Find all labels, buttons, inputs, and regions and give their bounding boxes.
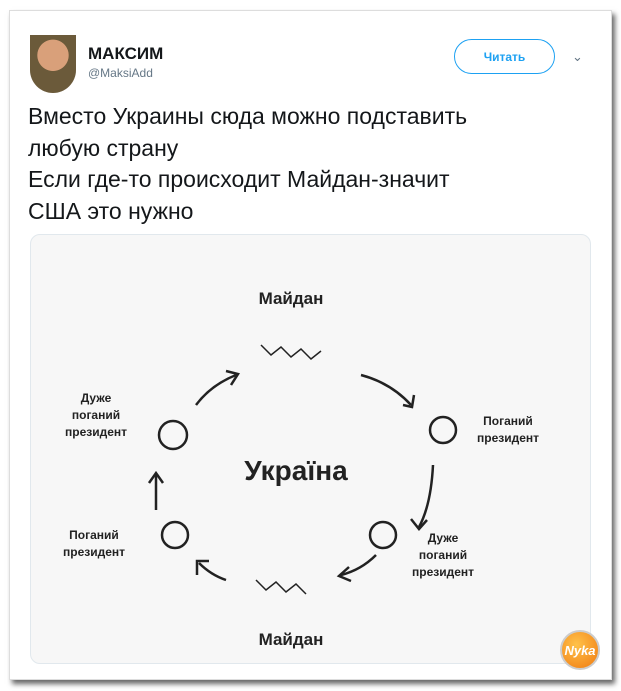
label-line: поганий — [71, 408, 121, 422]
label-maidan-bottom: Майдан — [258, 630, 324, 649]
label-line: президент — [411, 565, 474, 579]
tweet-image[interactable]: Майдан Україна Майдан Поганий президент Д… — [30, 234, 591, 664]
label-right-bottom: Дуже поганий президент — [403, 530, 483, 581]
label-line: президент — [64, 425, 127, 439]
tweet-line: Если где-то происходит Майдан-значит — [28, 166, 450, 192]
label-line: Поганий — [483, 414, 533, 428]
follow-button[interactable]: Читать — [454, 39, 555, 74]
label-left-bottom: Поганий президент — [49, 527, 139, 561]
tweet-line: Вместо Украины сюда можно подставить — [28, 103, 468, 129]
watermark-logo: Nyka — [560, 630, 600, 670]
chevron-down-icon[interactable]: ⌄ — [572, 49, 583, 64]
label-line: президент — [62, 545, 125, 559]
label-right-top: Поганий президент — [463, 413, 553, 447]
cycle-arrows — [147, 344, 458, 595]
label-line: поганий — [418, 548, 468, 562]
label-line: Дуже — [427, 531, 459, 545]
label-line: Поганий — [69, 528, 119, 542]
tweet-text: Вместо Украины сюда можно подставить люб… — [28, 101, 598, 227]
author-handle[interactable]: @MaksiAdd — [88, 66, 153, 80]
tweet-line: США это нужно — [28, 197, 194, 224]
author-name[interactable]: МАКСИМ — [88, 44, 164, 63]
avatar[interactable] — [30, 35, 76, 93]
tweet-line: любую страну — [28, 134, 179, 161]
label-center-country: Україна — [244, 455, 348, 486]
label-left-top: Дуже поганий президент — [51, 390, 141, 441]
tweet-card: МАКСИМ @MaksiAdd Читать ⌄ Вместо Украины… — [9, 10, 612, 680]
label-line: президент — [476, 431, 539, 445]
label-line: Дуже — [80, 391, 112, 405]
label-maidan-top: Майдан — [258, 289, 324, 308]
